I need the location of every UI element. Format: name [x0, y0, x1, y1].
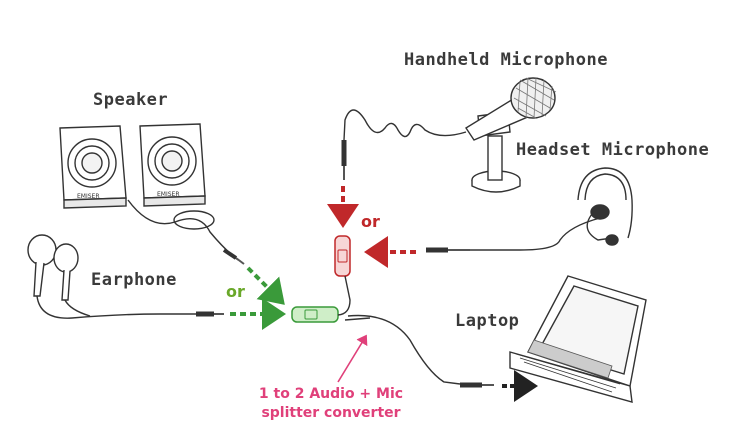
speaker-icon: [59, 123, 239, 261]
headset-microphone-label: Headset Microphone: [516, 140, 710, 160]
laptop-label: Laptop: [455, 311, 520, 331]
earphone-icon: [27, 234, 196, 319]
splitter-icon: [291, 235, 461, 385]
handheld-microphone-icon: [343, 77, 557, 193]
or-label-red: or: [361, 212, 380, 231]
green-arrow-speaker: [246, 266, 285, 305]
or-label-green: or: [226, 282, 245, 301]
laptop-keyboard: [527, 339, 613, 379]
splitter-caption-line2: splitter converter: [261, 405, 401, 421]
laptop-icon: [509, 275, 647, 403]
speaker-brand-left: EMISER: [77, 193, 100, 200]
splitter-caption-line1: 1 to 2 Audio + Mic: [258, 386, 404, 402]
speaker-plug-icon: [222, 248, 245, 265]
headset-microphone-icon: [470, 167, 633, 251]
speaker-brand-right: EMISER: [157, 191, 180, 198]
earphone-label: Earphone: [91, 270, 177, 290]
speaker-label: Speaker: [93, 90, 169, 110]
splitter-caption: 1 to 2 Audio + Mic splitter converter: [246, 385, 416, 423]
handheld-microphone-label: Handheld Microphone: [404, 50, 608, 70]
pink-arrow-splitter: [337, 334, 368, 383]
